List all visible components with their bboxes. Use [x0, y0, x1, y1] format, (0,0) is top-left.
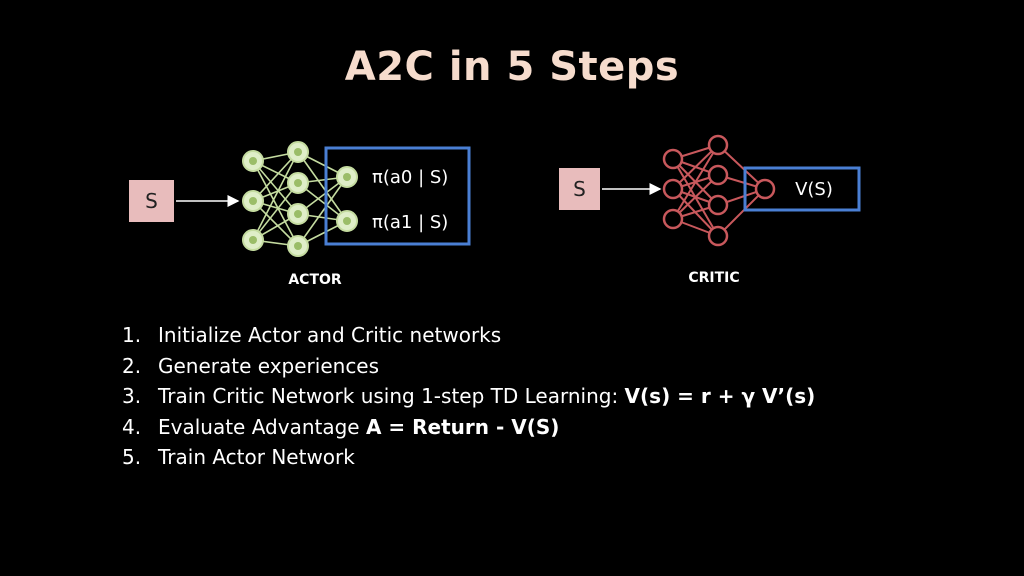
- actor-nodes: [242, 141, 358, 257]
- actor-edge: [252, 151, 299, 241]
- actor-state-label: S: [145, 189, 158, 213]
- slide-title: A2C in 5 Steps: [344, 44, 680, 90]
- step-formula: V(s) = r + γ V’(s): [624, 384, 816, 408]
- actor-node-core: [343, 173, 351, 181]
- step-text: Initialize Actor and Critic networks: [158, 323, 502, 347]
- actor-edge: [297, 176, 348, 247]
- critic-node: [707, 164, 729, 186]
- critic-edge: [672, 144, 719, 220]
- actor-edge: [252, 160, 299, 247]
- actor-edge: [297, 151, 348, 222]
- step-number: 5.: [122, 445, 142, 469]
- step-number: 1.: [122, 323, 142, 347]
- steps-list: 1. Initialize Actor and Critic networks 2…: [122, 320, 815, 473]
- actor-node-core: [294, 242, 302, 250]
- critic-edge: [672, 144, 719, 190]
- step-text: Evaluate Advantage: [158, 414, 366, 439]
- step-item: 3. Train Critic Network using 1-step TD L…: [122, 381, 815, 412]
- actor-caption: ACTOR: [288, 272, 342, 288]
- critic-node: [707, 194, 729, 216]
- critic-state-box: [559, 168, 600, 210]
- step-number: 4.: [122, 414, 142, 439]
- step-number: 3.: [122, 384, 142, 408]
- step-formula: A = Return - V(S): [365, 414, 560, 439]
- critic-node: [662, 208, 684, 230]
- actor-output-box: [324, 146, 471, 246]
- actor-edge: [252, 151, 299, 202]
- actor-node-core: [249, 236, 257, 244]
- actor-node-core: [343, 217, 351, 225]
- actor-node-core: [294, 148, 302, 156]
- actor-edge: [252, 182, 299, 241]
- actor-output-1: π(a1 | S): [372, 212, 448, 233]
- critic-output-box: [743, 166, 861, 212]
- actor-network: S π(a0 | S) π(a1 | S) ACTOR: [129, 141, 471, 288]
- critic-node: [754, 178, 776, 200]
- critic-state-label: S: [573, 177, 586, 201]
- step-text: Train Actor Network: [158, 445, 355, 469]
- actor-node-core: [249, 157, 257, 165]
- step-item: 1. Initialize Actor and Critic networks: [122, 320, 815, 351]
- actor-node-core: [249, 197, 257, 205]
- actor-node-core: [294, 210, 302, 218]
- step-item: 5. Train Actor Network: [122, 442, 815, 473]
- critic-network: S V(S) CRITIC: [559, 134, 861, 286]
- step-item: 2. Generate experiences: [122, 351, 815, 382]
- actor-edges: [252, 151, 348, 247]
- critic-edge: [717, 144, 766, 190]
- critic-edge: [717, 188, 766, 237]
- critic-edge: [672, 174, 719, 220]
- step-text: Train Critic Network using 1-step TD Lea…: [158, 384, 625, 408]
- actor-state-box: [129, 180, 174, 222]
- critic-node: [707, 225, 729, 247]
- step-item: 4. Evaluate Advantage A = Return - V(S): [122, 412, 815, 443]
- actor-node-core: [294, 179, 302, 187]
- critic-node: [662, 178, 684, 200]
- critic-edges: [672, 144, 766, 237]
- critic-node: [662, 148, 684, 170]
- critic-caption: CRITIC: [688, 270, 739, 286]
- critic-node: [707, 134, 729, 156]
- critic-nodes: [662, 134, 776, 247]
- actor-output-0: π(a0 | S): [372, 167, 448, 188]
- actor-edge: [252, 160, 299, 215]
- step-text: Generate experiences: [158, 353, 380, 378]
- critic-output-label: V(S): [795, 179, 833, 200]
- step-number: 2.: [122, 353, 142, 378]
